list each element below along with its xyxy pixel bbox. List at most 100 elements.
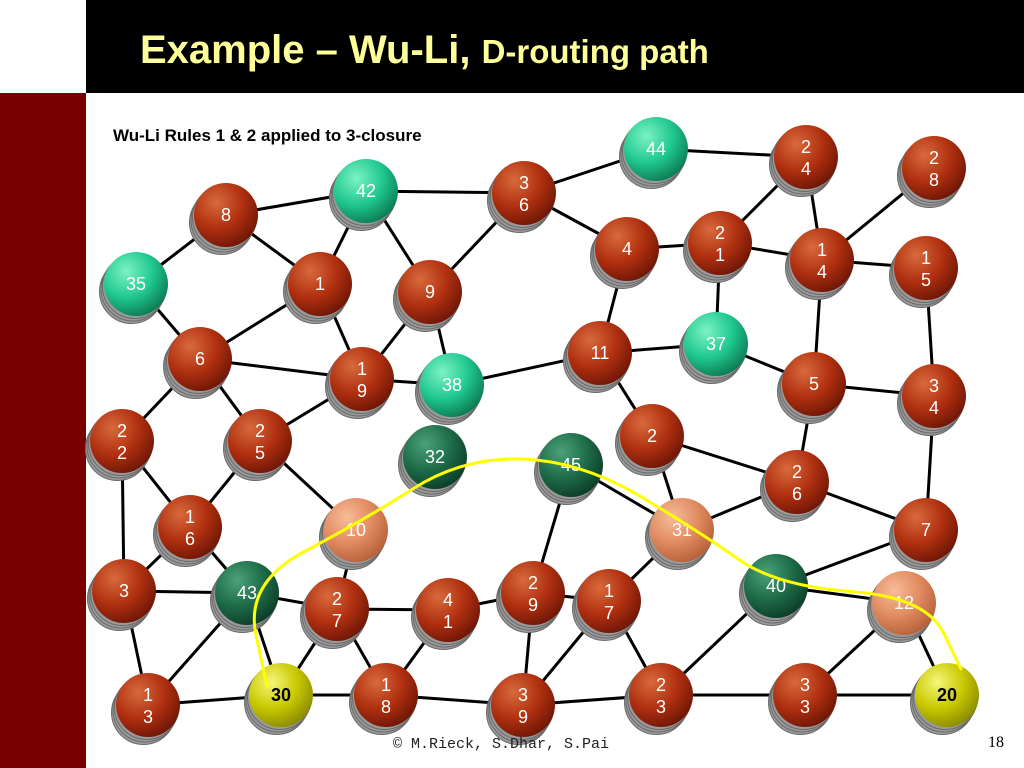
node-41-circle xyxy=(416,578,480,642)
node-13-circle xyxy=(116,673,180,737)
node-9-circle xyxy=(398,260,462,324)
node-32-circle xyxy=(403,425,467,489)
node-24-circle xyxy=(774,125,838,189)
node-5-label: 5 xyxy=(809,374,819,394)
node-3: 3 xyxy=(87,559,156,631)
node-9: 9 xyxy=(393,260,462,332)
node-29-circle xyxy=(501,561,565,625)
node-4: 4 xyxy=(590,217,659,289)
node-30: 30 xyxy=(244,663,313,735)
node-44: 44 xyxy=(619,117,688,189)
node-32: 32 xyxy=(398,425,467,497)
title-sub: D-routing path xyxy=(481,33,709,70)
node-31-circle xyxy=(650,498,714,562)
slide-title: Example – Wu-Li, D-routing path xyxy=(140,28,709,73)
node-33-circle xyxy=(773,663,837,727)
node-40-label: 40 xyxy=(766,576,786,596)
node-23-circle xyxy=(629,663,693,727)
node-20-label: 20 xyxy=(937,685,957,705)
node-8-label: 8 xyxy=(221,205,231,225)
node-3-circle xyxy=(92,559,156,623)
node-43-circle xyxy=(215,561,279,625)
node-3-label: 3 xyxy=(119,581,129,601)
node-35: 35 xyxy=(99,252,168,324)
node-7-circle xyxy=(894,498,958,562)
node-22-circle xyxy=(90,409,154,473)
node-11-label: 11 xyxy=(591,343,610,363)
node-38-label: 38 xyxy=(442,375,462,395)
title-main: Example – Wu-Li, xyxy=(140,28,482,72)
node-38-circle xyxy=(420,353,484,417)
title-bar xyxy=(86,0,1024,93)
node-1-circle xyxy=(288,252,352,316)
node-14-circle xyxy=(790,228,854,292)
node-12: 12 xyxy=(867,571,936,643)
node-42-label: 42 xyxy=(356,181,376,201)
node-34-circle xyxy=(902,364,966,428)
node-42-circle xyxy=(334,159,398,223)
node-15-circle xyxy=(894,236,958,300)
node-17-circle xyxy=(577,569,641,633)
node-9-label: 9 xyxy=(425,282,435,302)
node-44-circle xyxy=(624,117,688,181)
node-7-label: 7 xyxy=(921,520,931,540)
node-26-circle xyxy=(765,450,829,514)
node-6-circle xyxy=(168,327,232,391)
node-28-circle xyxy=(902,136,966,200)
node-10: 10 xyxy=(319,498,388,570)
node-18-circle xyxy=(354,663,418,727)
node-5: 5 xyxy=(777,352,846,424)
node-38: 38 xyxy=(415,353,484,425)
node-27-circle xyxy=(305,577,369,641)
node-37: 37 xyxy=(679,312,748,384)
node-5-circle xyxy=(782,352,846,416)
node-32-label: 32 xyxy=(425,447,445,467)
slide-subtitle: Wu-Li Rules 1 & 2 applied to 3-closure xyxy=(113,126,422,145)
node-30-label: 30 xyxy=(271,685,291,705)
node-6-label: 6 xyxy=(195,349,205,369)
node-45: 45 xyxy=(534,433,603,505)
node-11-circle xyxy=(568,321,632,385)
node-44-label: 44 xyxy=(646,139,666,159)
node-11: 11 xyxy=(563,321,632,393)
node-35-label: 35 xyxy=(126,274,146,294)
node-2-circle xyxy=(620,404,684,468)
node-6: 6 xyxy=(163,327,232,399)
node-25-circle xyxy=(228,409,292,473)
node-43: 43 xyxy=(210,561,279,633)
